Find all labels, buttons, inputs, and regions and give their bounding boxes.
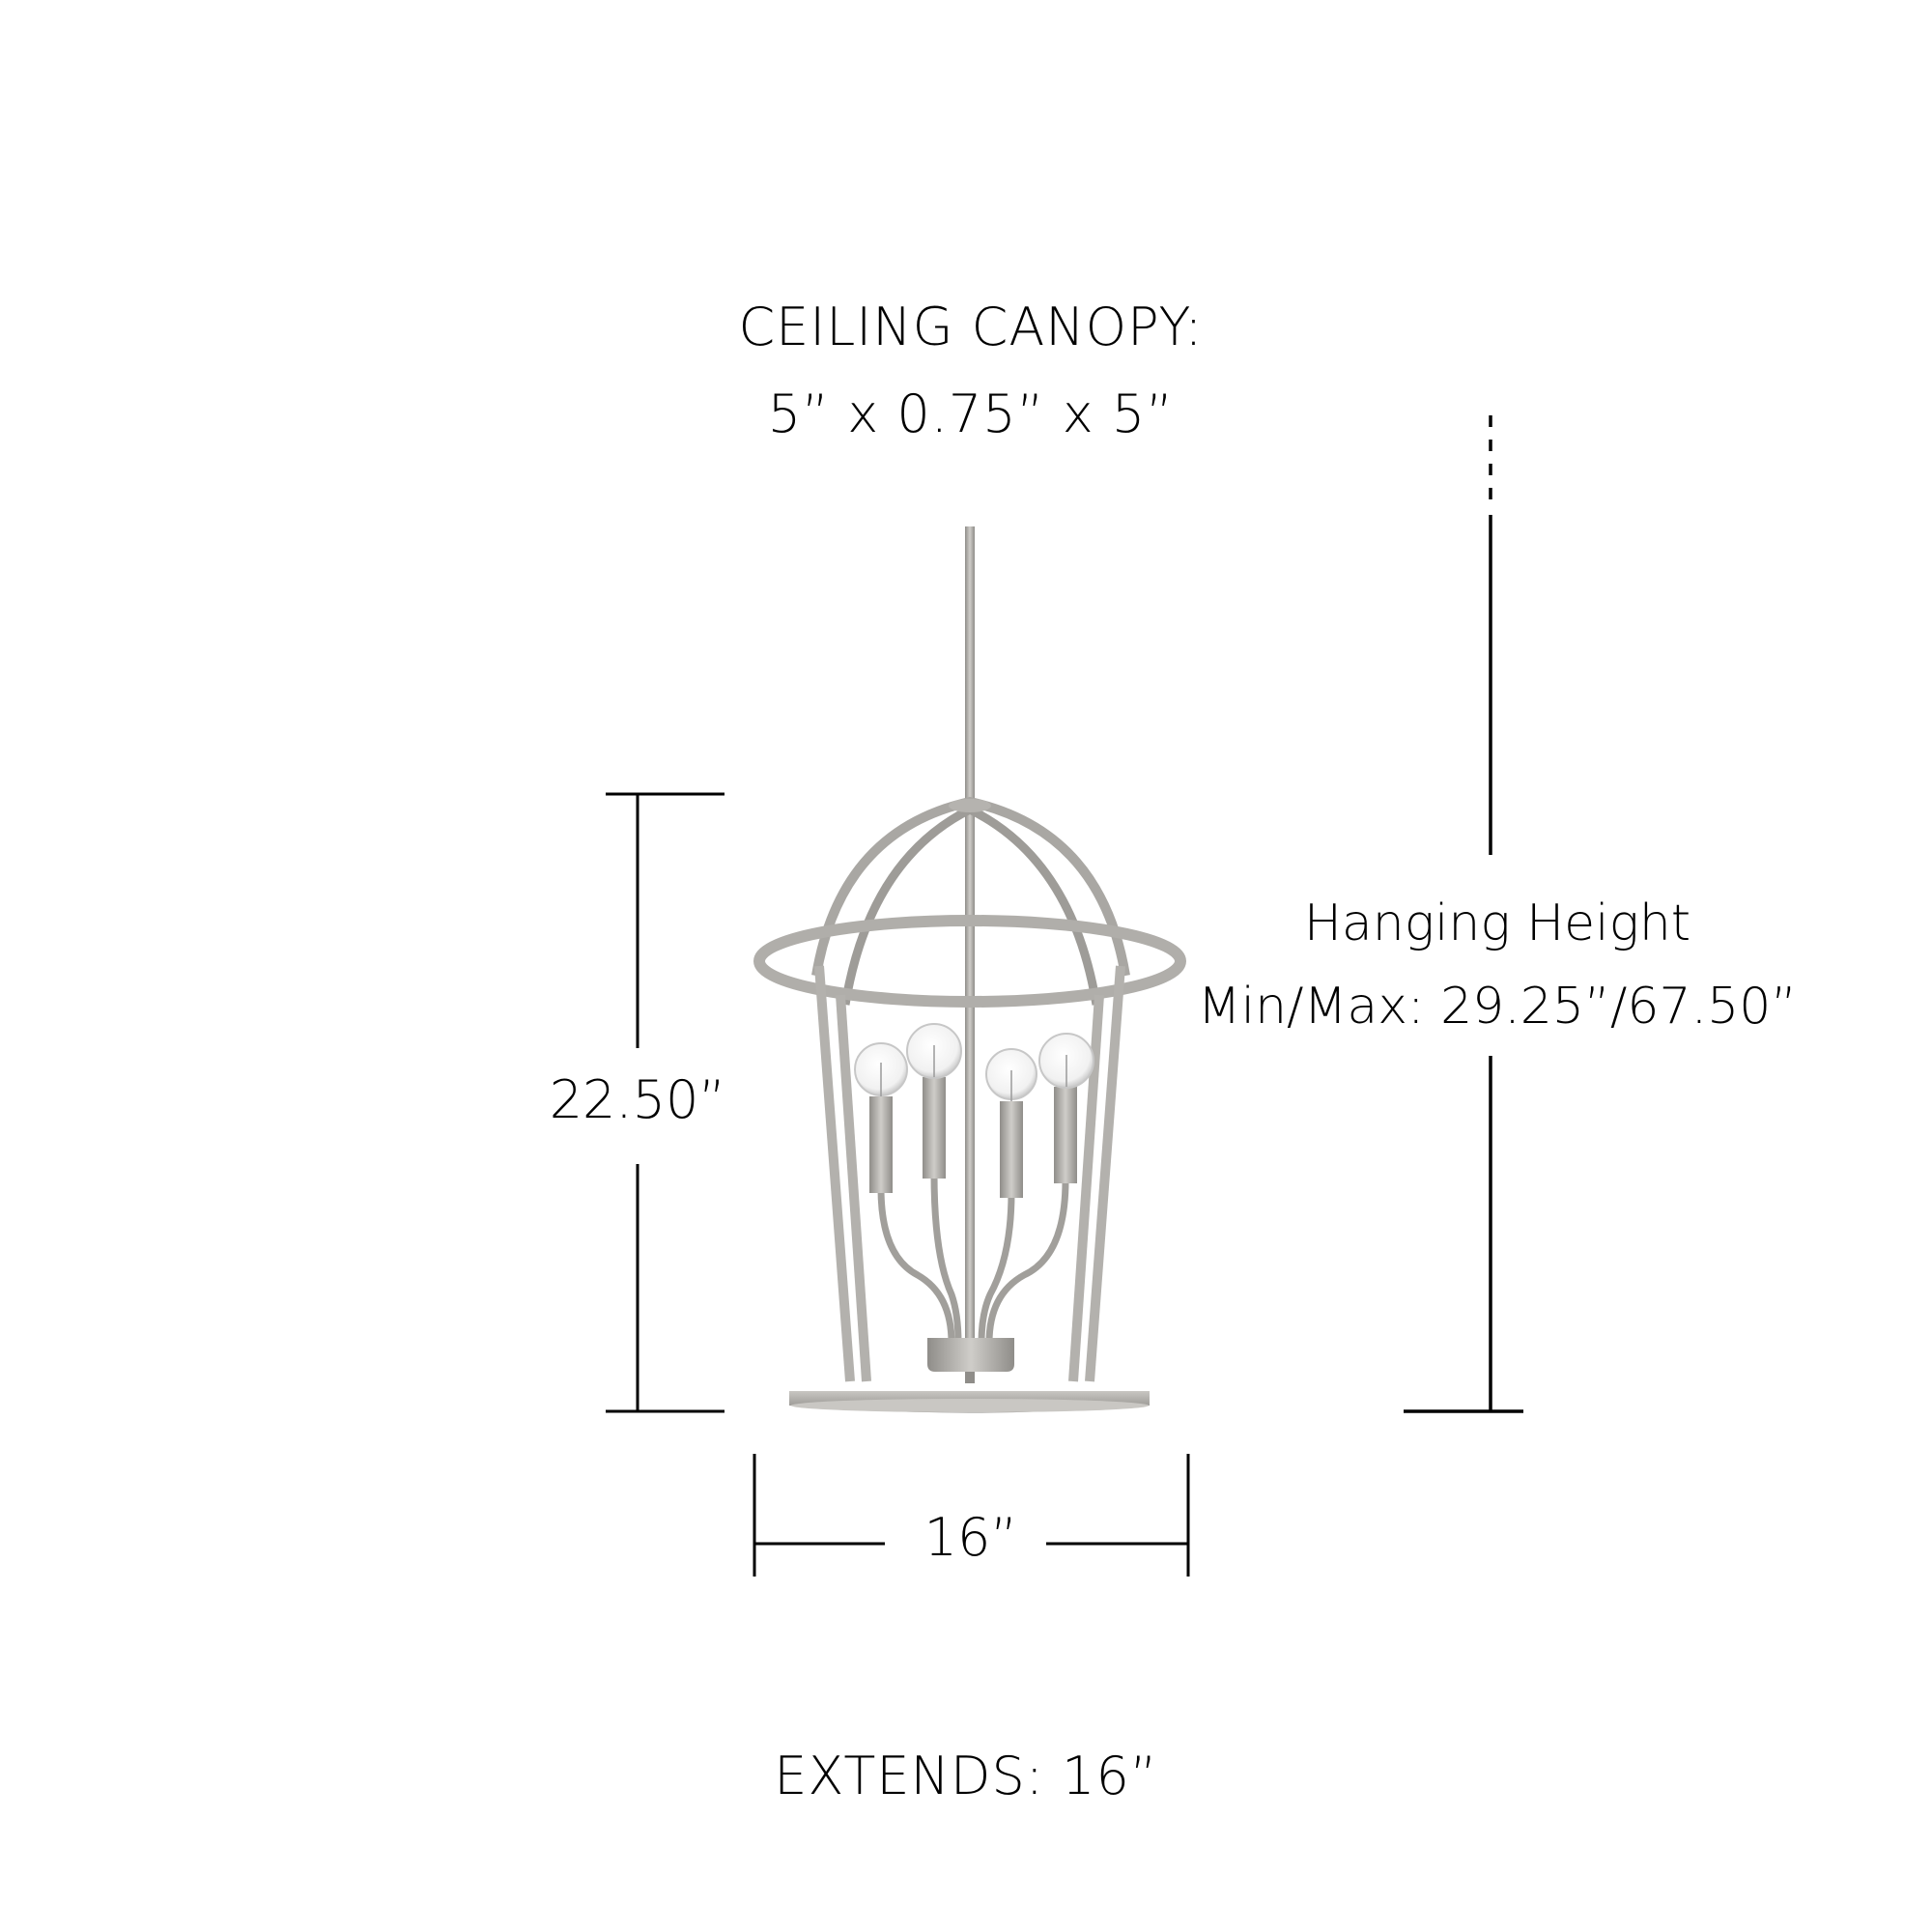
top-ring bbox=[753, 915, 1186, 1008]
hanging-height-dimension-line bbox=[1404, 415, 1523, 1413]
extends-label: EXTENDS: 16” bbox=[774, 1746, 1158, 1806]
ceiling-canopy-label: CEILING CANOPY: 5” x 0.75” x 5” bbox=[580, 301, 1362, 475]
hanging-height-range: Min/Max: 29.25”/67.50” bbox=[1197, 978, 1798, 1036]
width-value: 16” bbox=[923, 1507, 1018, 1568]
downrod bbox=[965, 526, 975, 816]
ceiling-canopy-dimensions: 5” x 0.75” x 5” bbox=[767, 384, 1175, 444]
height-dimension-line bbox=[606, 792, 724, 1413]
hanging-height-title: Hanging Height bbox=[1303, 895, 1691, 952]
hanging-height-label: Hanging Height Min/Max: 29.25”/67.50” bbox=[1179, 898, 1816, 1065]
ceiling-canopy-title: CEILING CANOPY: bbox=[738, 297, 1204, 357]
pendant-fixture-illustration bbox=[753, 526, 1186, 1413]
height-value: 22.50” bbox=[549, 1069, 726, 1130]
width-dimension-line bbox=[753, 1454, 1190, 1577]
